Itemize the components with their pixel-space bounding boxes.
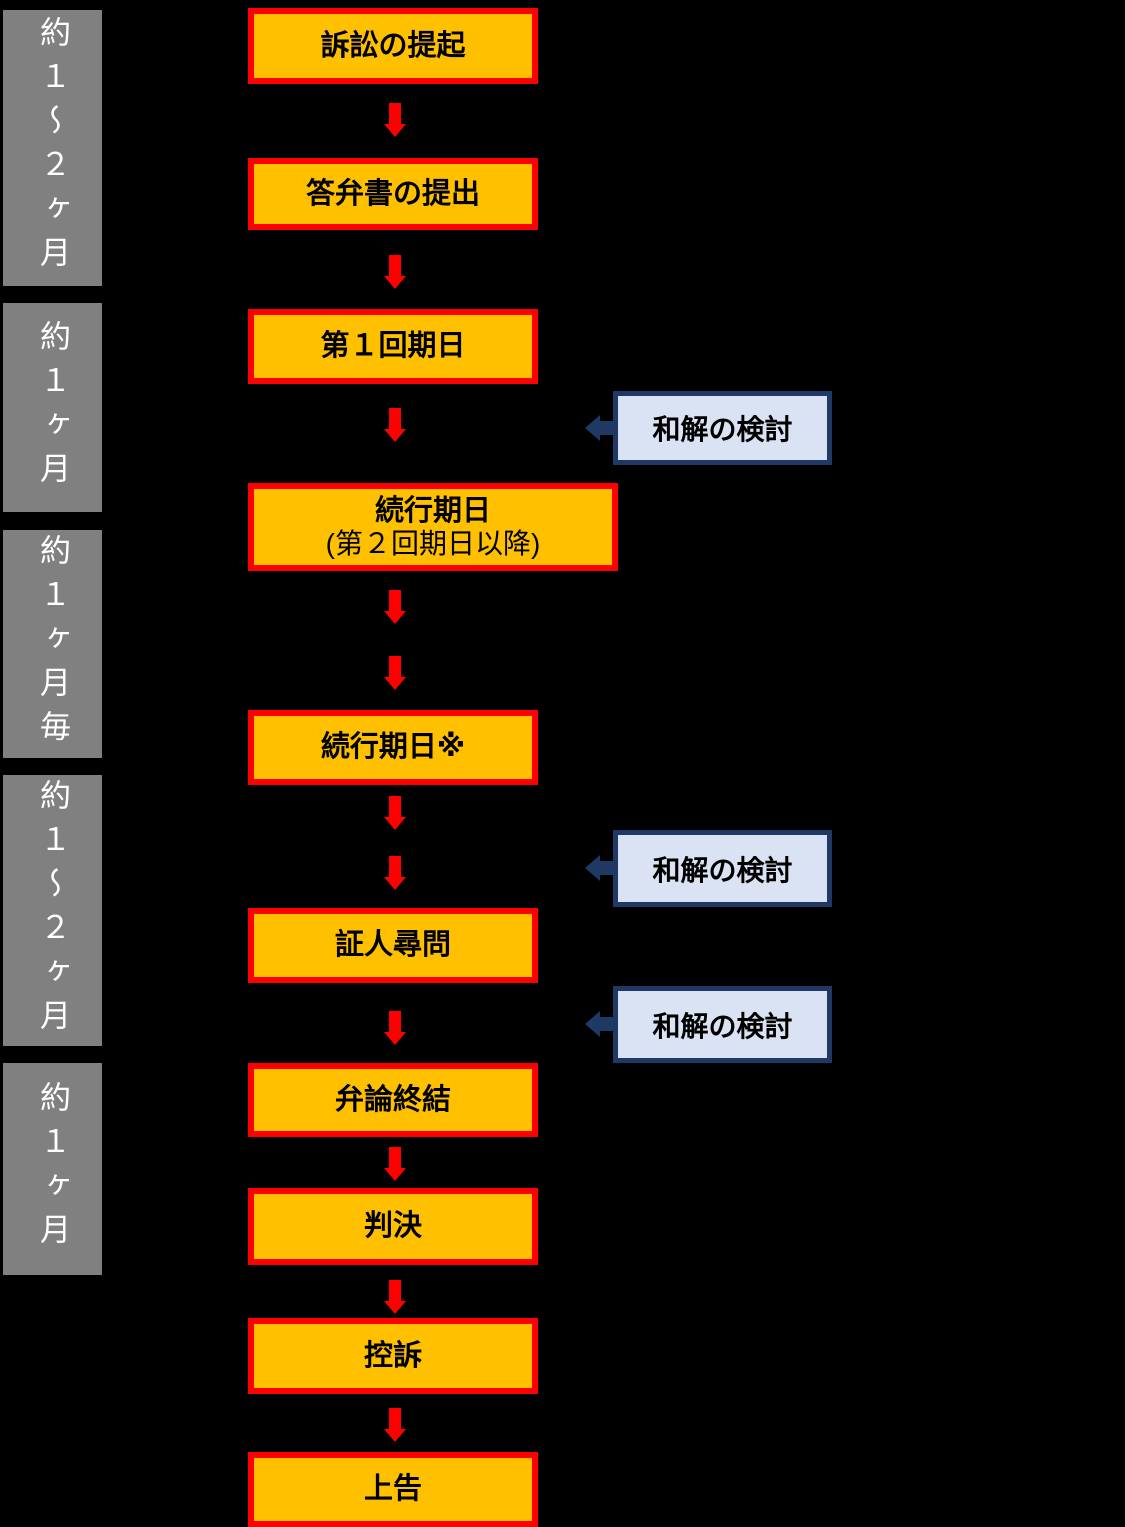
down-arrow-icon: [384, 1280, 406, 1314]
node-label: 判決: [363, 1210, 422, 1243]
left-arrow-icon: [585, 415, 614, 441]
node-label: 弁論終結: [334, 1083, 451, 1116]
node-final-appeal: 上告: [248, 1452, 538, 1527]
node-first-hearing: 第１回期日: [248, 309, 538, 384]
down-arrow-icon: [384, 103, 406, 137]
down-arrow-icon: [384, 1147, 406, 1181]
node-label: 上告: [363, 1473, 422, 1506]
duration-bar-1: 約１〜２ヶ月: [3, 10, 102, 286]
node-label: 続行期日: [374, 494, 491, 527]
down-arrow-icon: [384, 408, 406, 442]
left-arrow-icon: [585, 855, 614, 881]
left-arrow-icon: [585, 1011, 614, 1037]
down-arrow-icon: [384, 656, 406, 690]
node-label: 答弁書の提出: [305, 177, 480, 210]
down-arrow-icon: [384, 1408, 406, 1442]
arrow-shaft: [600, 1017, 614, 1031]
settlement-box-3: 和解の検討: [613, 986, 832, 1063]
node-sublabel: (第２回期日以降): [325, 528, 541, 560]
node-label: 控訴: [363, 1339, 422, 1372]
arrow-shaft: [600, 421, 614, 435]
down-arrow-icon: [384, 590, 406, 624]
node-answer-submission: 答弁書の提出: [248, 158, 538, 230]
arrow-shaft: [600, 861, 614, 875]
down-arrow-icon: [384, 856, 406, 890]
node-label: 証人尋問: [334, 929, 451, 962]
arrow-head: [585, 415, 600, 441]
node-label: 続行期日※: [320, 731, 466, 764]
duration-bar-3: 約１ヶ月毎: [3, 530, 102, 758]
duration-bar-4: 約１〜２ヶ月: [3, 775, 102, 1046]
settlement-label: 和解の検討: [652, 414, 793, 445]
node-close-of-arguments: 弁論終結: [248, 1063, 538, 1137]
node-witness-examination: 証人尋問: [248, 908, 538, 983]
node-judgment: 判決: [248, 1188, 538, 1265]
node-filing-of-suit: 訴訟の提起: [248, 8, 538, 84]
node-appeal: 控訴: [248, 1318, 538, 1394]
arrow-head: [585, 1011, 600, 1037]
node-continuation-hearing-note: 続行期日※: [248, 710, 538, 785]
down-arrow-icon: [384, 796, 406, 830]
duration-bar-2: 約１ヶ月: [3, 303, 102, 512]
down-arrow-icon: [384, 1011, 406, 1045]
settlement-label: 和解の検討: [652, 854, 793, 886]
arrow-head: [585, 855, 600, 881]
duration-bar-5: 約１ヶ月: [3, 1063, 102, 1275]
settlement-box-2: 和解の検討: [613, 830, 832, 907]
settlement-label: 和解の検討: [652, 1010, 793, 1042]
node-label: 第１回期日: [320, 330, 466, 363]
down-arrow-icon: [384, 255, 406, 289]
node-label: 訴訟の提起: [320, 29, 466, 62]
settlement-box-1: 和解の検討: [613, 391, 832, 465]
node-continuation-hearing: 続行期日 (第２回期日以降): [248, 483, 618, 571]
